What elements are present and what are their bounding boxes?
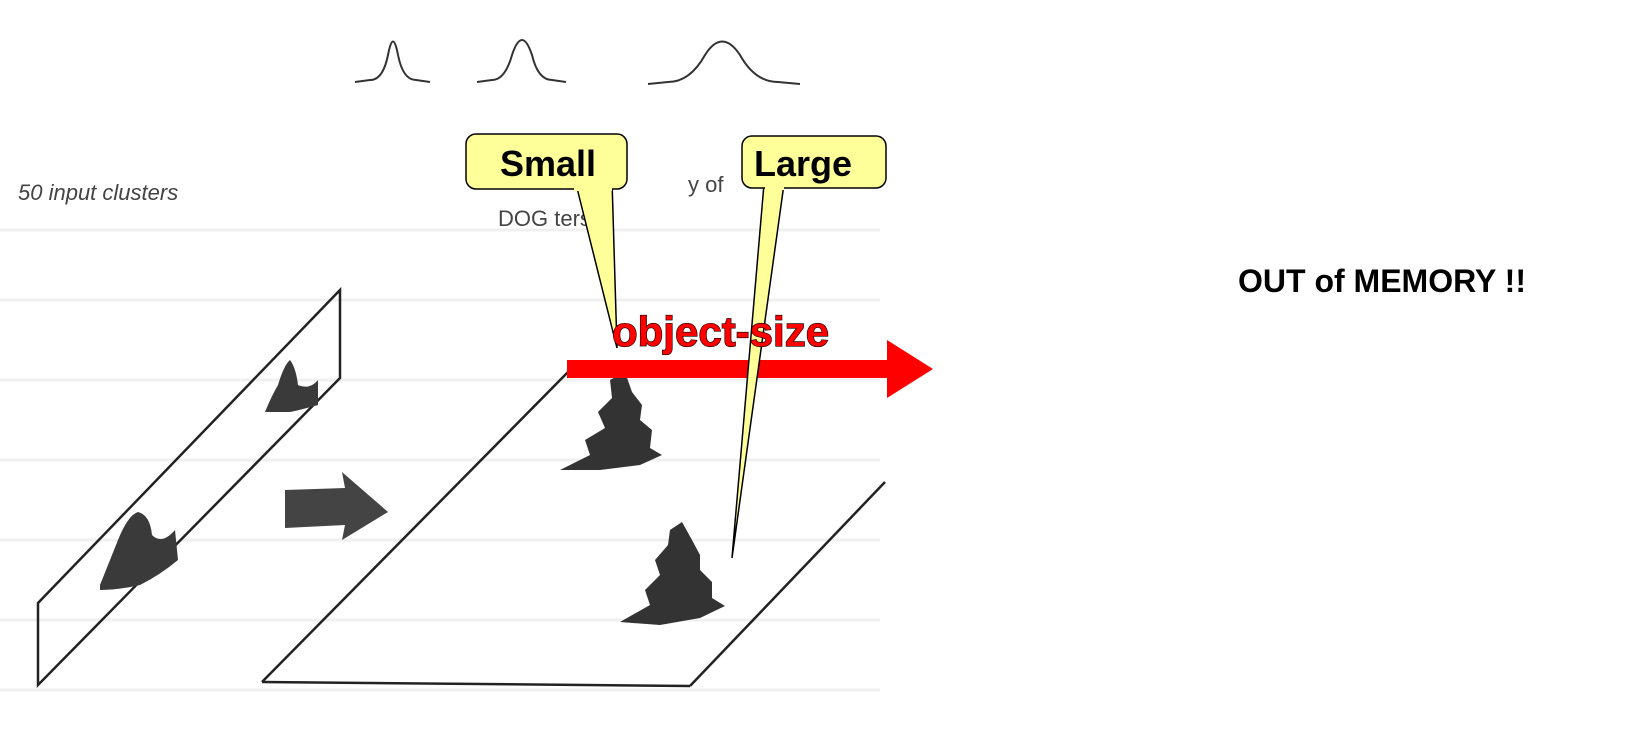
dog-filter-curves <box>354 39 801 85</box>
input-cluster-bottom <box>100 512 178 590</box>
output-plane-right-edge <box>689 481 886 687</box>
object-size-arrow-shaft <box>567 360 897 378</box>
transform-arrow <box>285 472 388 540</box>
output-cluster-small <box>560 372 662 470</box>
small-callout-label: Small <box>500 143 596 184</box>
medium-dog-curve <box>476 39 567 83</box>
input-plane <box>36 286 342 689</box>
small-callout-box <box>465 133 628 190</box>
filter-label-line2: DOG ters <box>498 206 591 231</box>
wide-dog-curve <box>647 40 801 85</box>
large-callout-label: Large <box>754 143 852 184</box>
large-callout: Large <box>731 135 887 559</box>
scan-background <box>0 228 880 692</box>
small-callout-pointer <box>574 179 618 349</box>
out-of-memory-message: OUT of MEMORY !! <box>1238 263 1526 299</box>
output-plane-bottom-edge <box>261 680 691 688</box>
filter-label-line1: y of <box>688 172 724 197</box>
object-size-label: object-size <box>612 308 829 355</box>
input-cluster-top <box>265 360 318 412</box>
object-size-arrow <box>567 340 933 398</box>
small-callout: Small <box>465 133 628 349</box>
large-callout-box <box>741 135 887 189</box>
input-plane-outline <box>36 286 342 689</box>
object-size-arrow-head <box>887 340 933 398</box>
output-cluster-large <box>620 522 725 625</box>
output-plane-left-edge <box>261 369 571 683</box>
input-clusters-label: 50 input clusters <box>18 180 178 205</box>
narrow-dog-curve <box>354 40 431 83</box>
